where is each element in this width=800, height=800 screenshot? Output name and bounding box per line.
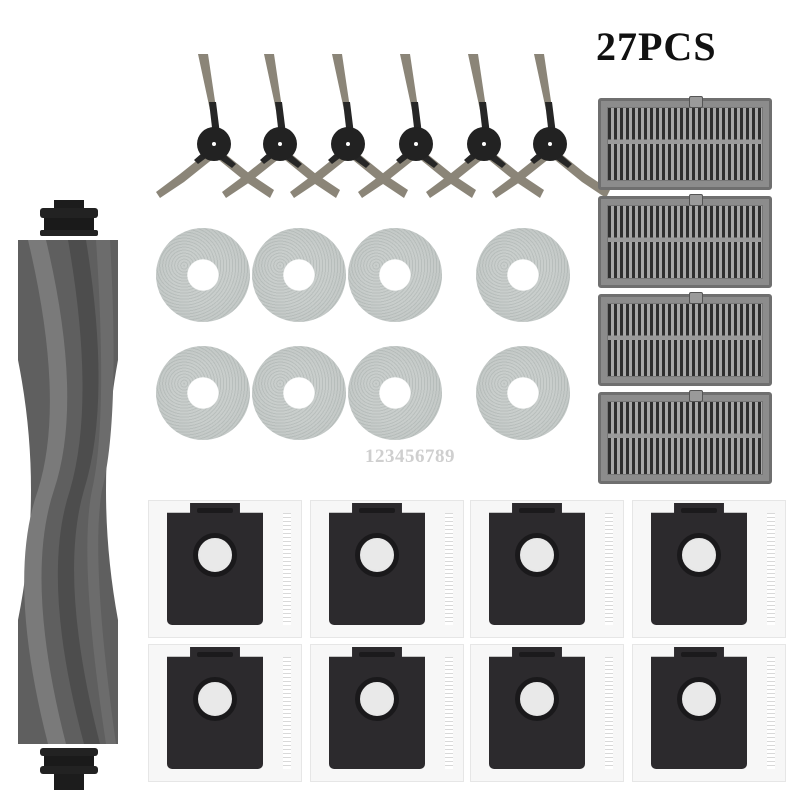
product-count-title: 27PCS bbox=[596, 24, 717, 69]
main-roller-brush-image bbox=[14, 200, 124, 790]
filter-image bbox=[598, 96, 772, 190]
mop-pad-image bbox=[348, 346, 442, 440]
dust-bag-image bbox=[148, 500, 302, 638]
dust-bag-image bbox=[632, 644, 786, 782]
mop-pad-image bbox=[252, 346, 346, 440]
mop-pad-image bbox=[476, 228, 570, 322]
dust-bag-image bbox=[470, 644, 624, 782]
dust-bag-image bbox=[148, 644, 302, 782]
mop-pad-image bbox=[252, 228, 346, 322]
mop-pad-image bbox=[348, 228, 442, 322]
filter-image bbox=[598, 292, 772, 386]
watermark-text: 123456789 bbox=[365, 446, 455, 467]
mop-pad-image bbox=[156, 228, 250, 322]
mop-pad-image bbox=[476, 346, 570, 440]
dust-bag-image bbox=[310, 644, 464, 782]
filter-image bbox=[598, 194, 772, 288]
mop-pad-image bbox=[156, 346, 250, 440]
side-brush-image bbox=[486, 42, 616, 202]
dust-bag-image bbox=[470, 500, 624, 638]
dust-bag-image bbox=[310, 500, 464, 638]
dust-bag-image bbox=[632, 500, 786, 638]
filter-image bbox=[598, 390, 772, 484]
